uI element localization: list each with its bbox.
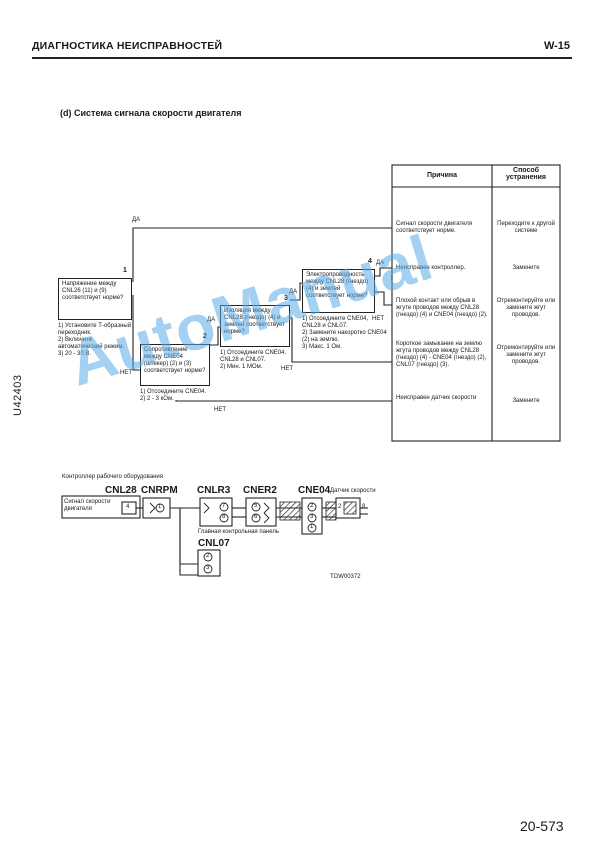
step-1-notes: 1) Установите Т-образный переходник. 2) … <box>58 323 132 357</box>
yes-label-3: ДА <box>289 289 298 295</box>
no-label-2: НЕТ <box>214 407 226 413</box>
connector-cnlr3: CNLR3 <box>197 485 231 496</box>
step-1-number: 1 <box>123 267 127 274</box>
table-row-4-remedy: Отремонтируйте или замените жгут проводо… <box>496 345 556 365</box>
pin-sensor-a: 2 <box>338 504 342 510</box>
step-4-question: Электропроводность между CNL28 (гнездо) … <box>306 272 369 299</box>
step-3-notes: 1) Отсоедините CNE04. CNL28 и CNL07. 2) … <box>220 350 287 370</box>
connector-cne04: CNE04 <box>298 485 331 496</box>
table-row-5-remedy: Замените <box>512 398 540 404</box>
yes-label-2: ДА <box>207 317 216 323</box>
connector-cnl28: CNL28 <box>105 485 137 496</box>
panel-label: Главная контрольная панель <box>198 529 279 535</box>
step-2-box: Сопротивление между CNE04 (штекер) (2) и… <box>140 344 210 386</box>
pin-cnl07-b: 3 <box>206 565 210 571</box>
step-2-number: 2 <box>203 333 207 340</box>
pin-cnrpm: 1 <box>158 504 162 510</box>
controller-label: Контроллер рабочего оборудования <box>62 474 164 480</box>
page-header-title: ДИАГНОСТИКА НЕИСПРАВНОСТЕЙ <box>32 40 223 52</box>
table-row-1-cause: Сигнал скорости двигателя соответствует … <box>396 221 473 234</box>
table-row-2-remedy: Замените <box>512 265 540 271</box>
no-label-4: НЕТ <box>372 316 384 322</box>
table-row-4-cause: Короткое замыкание на землю жгута провод… <box>396 341 487 368</box>
pin-cne04-b: 3 <box>310 514 314 520</box>
step-2-notes: 1) Отсоедините CNE04. 2) 2 - 3 кОм. <box>140 389 207 402</box>
table-row-5-cause: Неисправен датчик скорости <box>396 395 477 401</box>
table-row-3-remedy: Отремонтируйте или замените жгут проводо… <box>496 298 556 318</box>
step-4-notes: 1) Отсоедините CNE04, CNL28 и CNL07. 2) … <box>302 316 387 350</box>
connector-cnrpm: CNRPM <box>141 485 178 496</box>
table-row-1-remedy: Переходите к другой системе <box>497 221 555 234</box>
connector-cnl07: CNL07 <box>198 538 230 549</box>
pin-cne04-c: 1 <box>310 524 314 530</box>
table-header-cause: Причина <box>426 172 458 179</box>
page-header-number: W-15 <box>543 40 570 52</box>
yes-label-4: ДА <box>376 260 385 266</box>
pin-cner2-a: 5 <box>254 503 258 509</box>
pin-cnlr3-a: 7 <box>222 503 226 509</box>
sensor-label: Датчик скорости <box>330 488 376 494</box>
step-1-box: Напряжение между CNL26 (11) и (9) соотве… <box>58 278 132 320</box>
header-rule <box>32 57 572 59</box>
section-title: (d) Система сигнала скорости двигателя <box>60 108 242 118</box>
step-3-box: Изоляция между CNL28 (гнездо) (4) и земл… <box>220 305 290 347</box>
step-3-question: Изоляция между CNL28 (гнездо) (4) и земл… <box>224 308 285 335</box>
yes-label-1: ДА <box>132 217 141 223</box>
connector-cner2: CNER2 <box>243 485 277 496</box>
step-4-number: 4 <box>368 258 372 265</box>
step-3-number: 3 <box>284 295 288 302</box>
signal-label: Сигнал скорости двигателя <box>64 499 111 512</box>
no-label-1: НЕТ <box>120 370 132 376</box>
pin-sensor-b: 8 <box>362 504 366 510</box>
page-number: 20-573 <box>520 818 564 834</box>
table-row-2-cause: Неисправен контроллер. <box>396 265 466 271</box>
pin-cne04-a: 2 <box>310 503 314 509</box>
step-4-box: Электропроводность между CNL28 (гнездо) … <box>302 269 375 313</box>
pin-cner2-b: 6 <box>254 514 258 520</box>
pin-cnlr3-b: 8 <box>222 514 226 520</box>
step-2-question: Сопротивление между CNE04 (штекер) (2) и… <box>144 347 206 374</box>
pin-cnl28: 4 <box>126 504 130 510</box>
no-label-3: НЕТ <box>281 366 293 372</box>
drawing-code: TOW00372 <box>330 574 361 580</box>
step-1-question: Напряжение между CNL26 (11) и (9) соотве… <box>62 281 124 301</box>
pin-cnl07-a: 2 <box>206 553 210 559</box>
table-header-remedy: Способ устранения <box>506 167 546 181</box>
table-row-3-cause: Плохой контакт или обрыв в жгуте проводо… <box>396 298 488 318</box>
